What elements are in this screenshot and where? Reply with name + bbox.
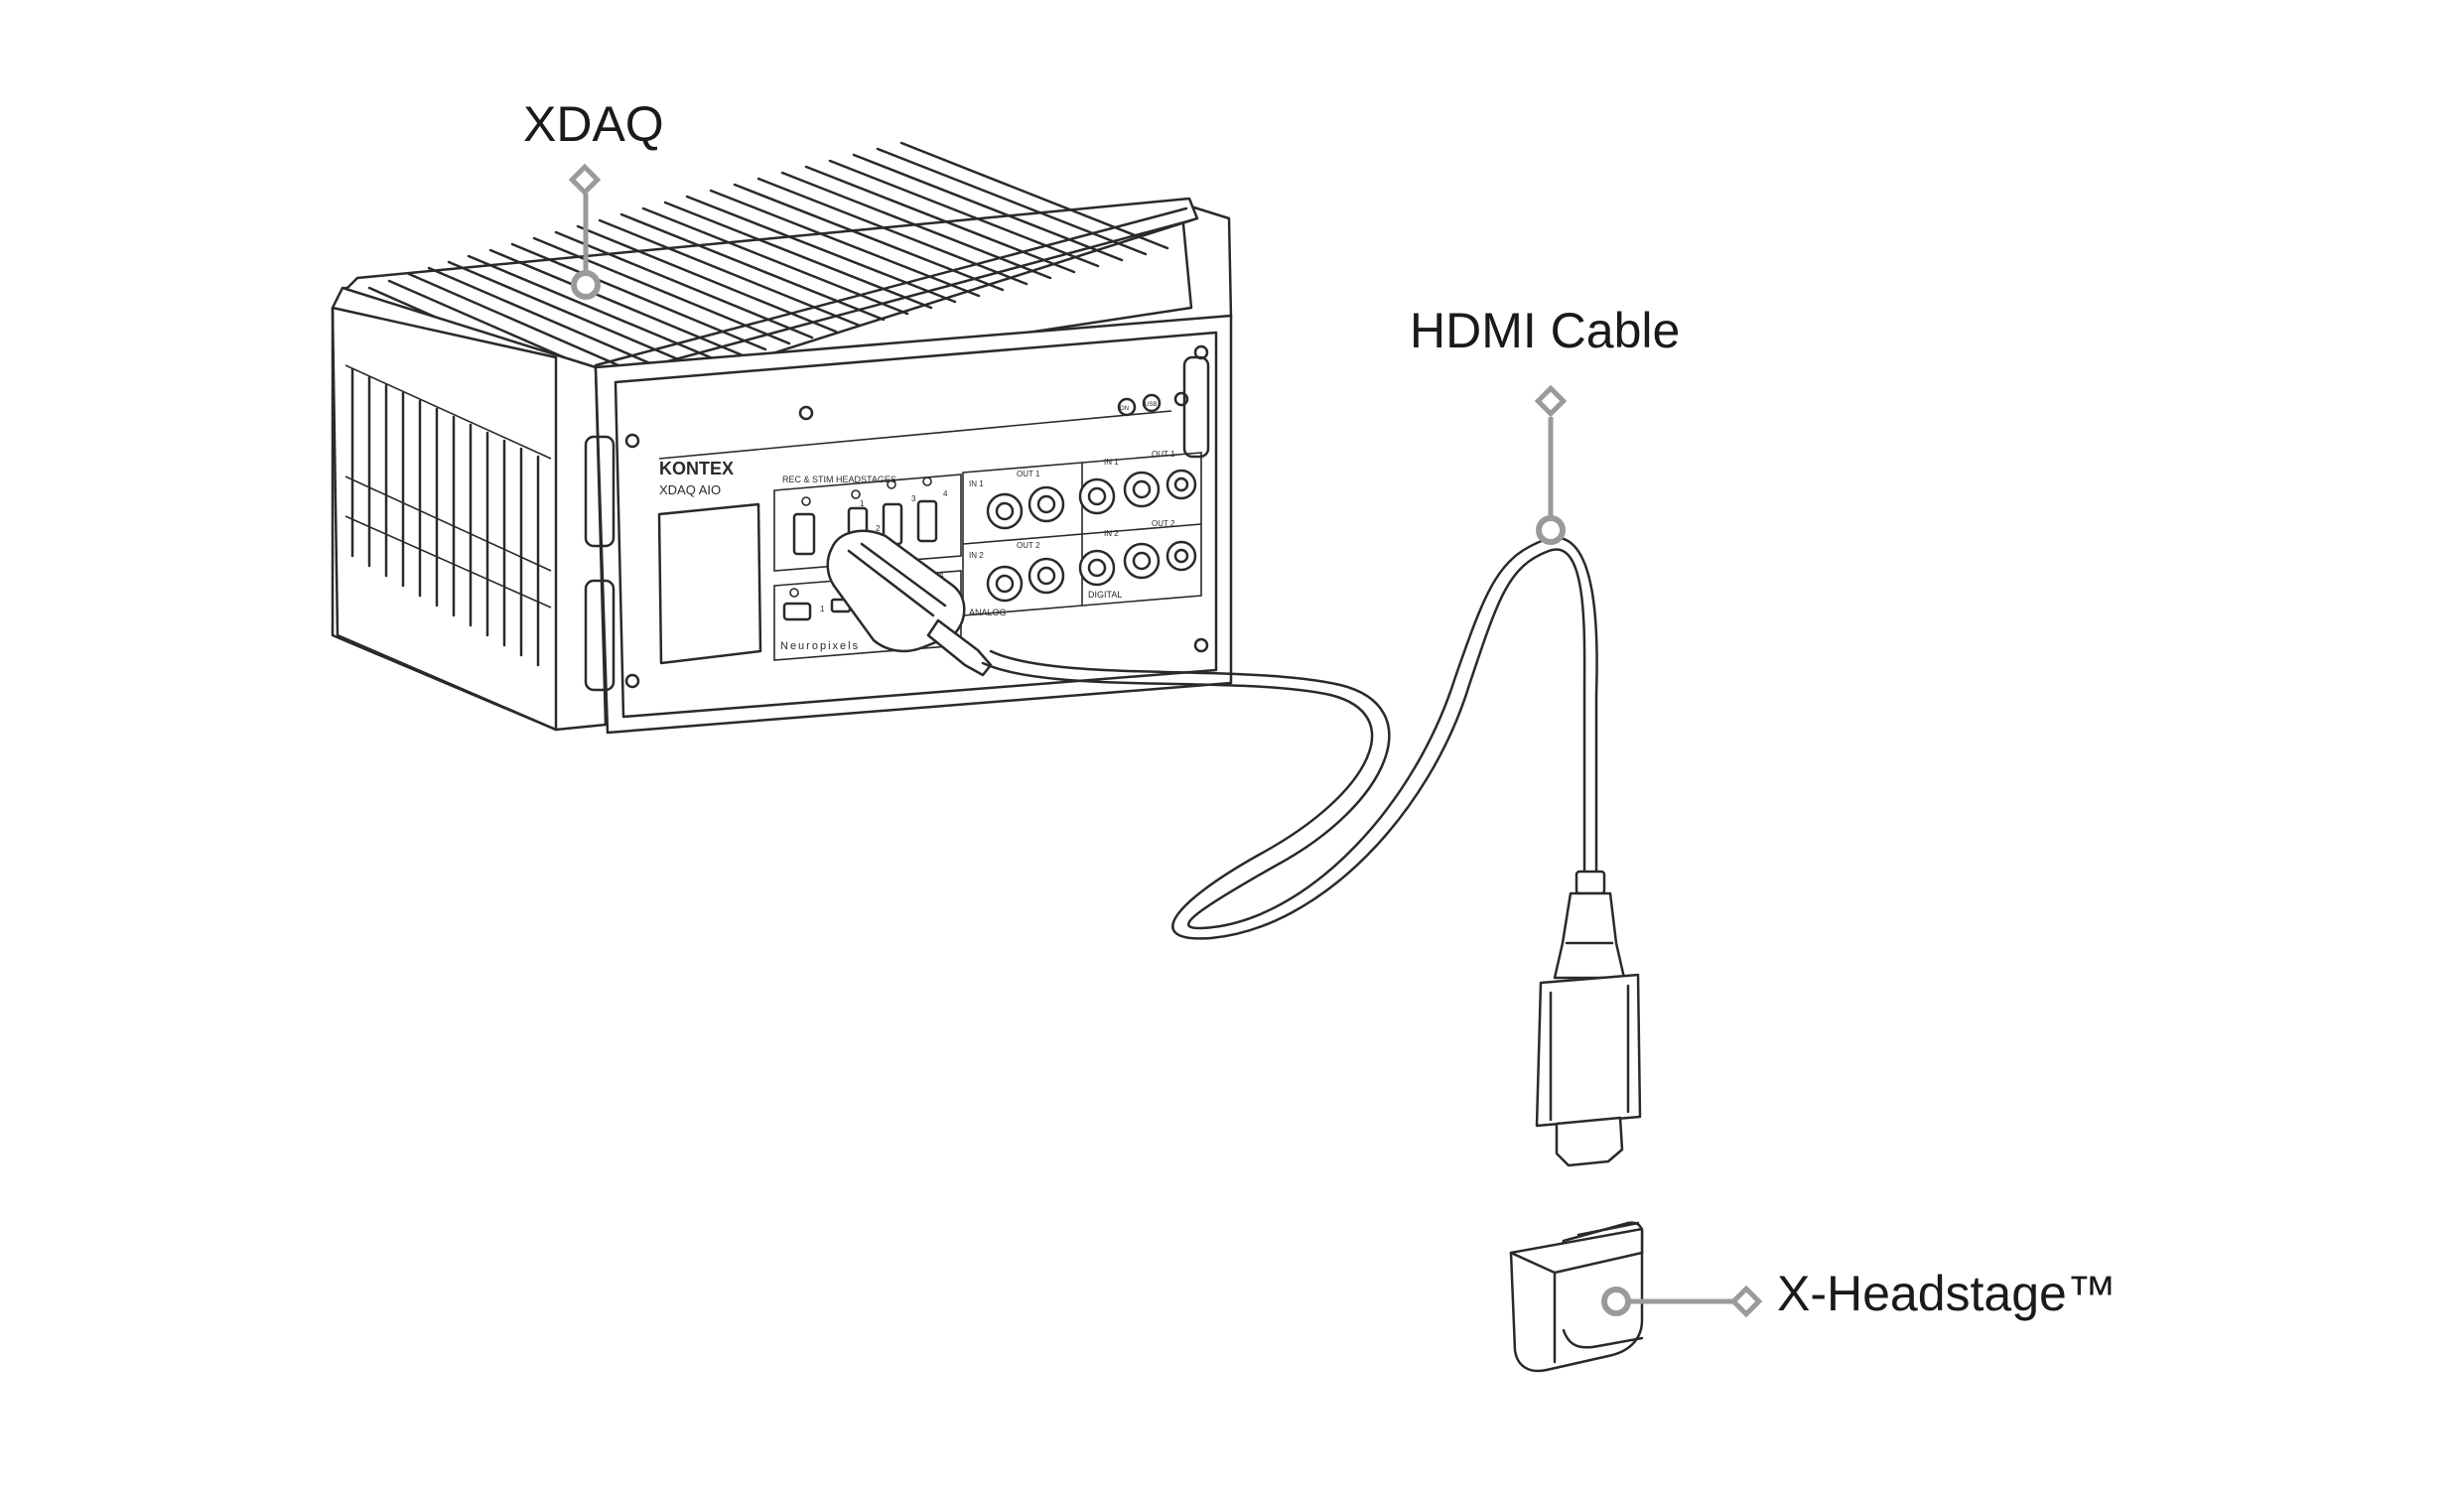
analog-label: ANALOG	[969, 608, 1007, 617]
svg-text:OUT 2: OUT 2	[1152, 519, 1175, 528]
headstages-title: REC & STIM HEADSTAGES	[782, 475, 896, 484]
svg-text:4: 4	[943, 489, 948, 498]
callout-hdmi-cable	[1534, 384, 1568, 545]
svg-text:OUT 1: OUT 1	[1152, 450, 1175, 459]
svg-text:1: 1	[860, 499, 865, 508]
digital-label: DIGITAL	[1088, 590, 1122, 600]
callout-x-headstage	[1601, 1285, 1763, 1318]
svg-text:OUT 1: OUT 1	[1017, 470, 1040, 478]
xdaq-label: XDAQ	[523, 96, 664, 152]
svg-text:1: 1	[820, 605, 825, 613]
x-headstage-device	[1509, 1221, 1644, 1373]
svg-text:ON: ON	[1120, 406, 1129, 412]
svg-text:IN 2: IN 2	[1104, 529, 1119, 538]
brand-text: KONTEX	[659, 459, 734, 478]
callout-xdaq	[568, 163, 602, 300]
svg-text:IN 1: IN 1	[969, 479, 984, 488]
svg-text:3: 3	[911, 494, 916, 503]
svg-text:IN 1: IN 1	[1104, 458, 1119, 467]
xdaq-device: KONTEX XDAQ AIO REC & STIM HEADSTAGES 1 …	[331, 141, 1233, 735]
hdmi-cable	[826, 529, 1642, 1167]
hdmi-cable-label: HDMI Cable	[1410, 303, 1681, 358]
bnc-connectors	[986, 469, 1197, 603]
display-window	[657, 502, 762, 665]
svg-text:IN 2: IN 2	[969, 551, 984, 560]
model-text: XDAQ AIO	[659, 482, 721, 497]
svg-text:USB: USB	[1145, 402, 1157, 408]
side-vents	[344, 364, 552, 667]
x-headstage-label: X-Headstage™	[1777, 1266, 2117, 1321]
svg-text:OUT 2: OUT 2	[1017, 541, 1040, 550]
svg-text:4: 4	[939, 571, 944, 580]
panel-screws	[624, 344, 1209, 689]
svg-text:2: 2	[876, 524, 881, 533]
neuropixels-label: Neuropixels	[780, 640, 860, 652]
